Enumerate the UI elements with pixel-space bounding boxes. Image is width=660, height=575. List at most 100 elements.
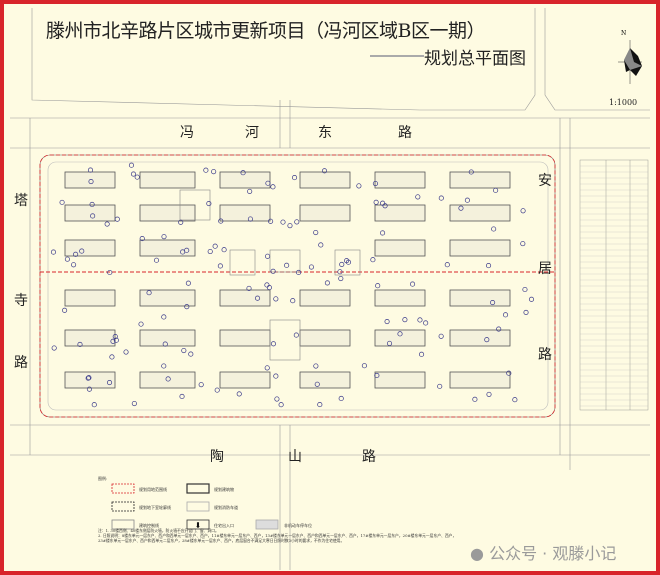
road-east-1: 居 <box>538 261 552 277</box>
tree <box>185 280 191 286</box>
tree <box>264 365 270 371</box>
tree <box>91 402 97 408</box>
tree <box>77 341 83 348</box>
residential-building <box>449 204 511 222</box>
tree <box>179 393 185 400</box>
tree <box>321 168 328 174</box>
wechat-icon: ● <box>470 544 484 563</box>
road-south-1: 山 <box>288 449 302 465</box>
legend-item: 建筑控制线 <box>139 523 159 528</box>
tree <box>523 309 529 315</box>
tree <box>162 341 168 347</box>
tree <box>247 188 253 194</box>
tree <box>324 280 330 286</box>
tree <box>240 170 246 176</box>
residential-building <box>64 239 116 257</box>
residential-building <box>374 204 426 222</box>
tree <box>458 205 464 211</box>
tree <box>339 261 345 267</box>
tree <box>294 219 300 225</box>
tree <box>87 167 94 173</box>
tree <box>274 396 280 402</box>
residential-building <box>299 289 351 307</box>
tree <box>50 249 57 255</box>
plaza-area <box>179 189 211 221</box>
road-east-0: 安 <box>538 173 552 189</box>
tree <box>181 347 187 354</box>
residential-building <box>139 204 196 222</box>
tree <box>270 341 276 347</box>
legend-item: 规划地下室轮廓线 <box>139 505 171 510</box>
tree <box>485 263 492 269</box>
residential-building <box>449 239 511 257</box>
watermark: ● 公众号 · 观滕小记 <box>470 540 616 564</box>
tree <box>59 199 65 205</box>
tree <box>254 295 261 301</box>
tree <box>64 256 70 262</box>
tree <box>206 201 212 207</box>
tree <box>496 326 502 332</box>
residential-building <box>299 371 351 389</box>
tree <box>247 216 253 222</box>
residential-building <box>299 171 351 189</box>
tree <box>512 397 518 403</box>
site-boundary <box>39 154 556 418</box>
buildings <box>64 171 511 389</box>
tree <box>184 304 190 310</box>
note-1: 注：1. 30楼西侧、40楼东侧层防火墙，防火墙不应开设门、窗、洞口。 <box>98 528 219 533</box>
tree <box>444 262 450 268</box>
tree <box>386 340 393 346</box>
north-label: N <box>621 30 627 37</box>
tree <box>266 284 272 291</box>
legend-item: 规划建筑物 <box>214 487 234 492</box>
tree <box>198 382 204 388</box>
residential-building <box>449 329 511 347</box>
tree <box>528 296 535 302</box>
tree <box>373 199 379 205</box>
tree <box>410 281 416 287</box>
road-west-0: 塔 <box>14 193 28 209</box>
tree <box>109 354 115 360</box>
tree <box>287 223 293 229</box>
tree <box>273 296 279 302</box>
tree <box>284 262 290 268</box>
road-west-1: 寺 <box>14 293 28 309</box>
tree <box>291 175 298 181</box>
tree <box>520 241 526 247</box>
tree <box>318 242 324 248</box>
tree <box>464 197 470 203</box>
tree <box>423 320 429 326</box>
residential-building <box>64 204 116 222</box>
tree <box>51 345 57 351</box>
tree <box>161 363 167 369</box>
residential-building <box>449 289 511 307</box>
tree <box>161 314 167 320</box>
tree <box>493 187 499 193</box>
tree <box>207 248 213 255</box>
tree <box>490 300 496 306</box>
residential-building <box>299 329 351 347</box>
residential-building <box>299 204 351 222</box>
tree <box>273 373 279 379</box>
tree <box>113 337 119 343</box>
residential-building <box>219 329 271 347</box>
trees <box>50 162 535 408</box>
tree <box>437 383 443 389</box>
tree <box>502 312 509 318</box>
tree <box>104 221 110 227</box>
tree <box>468 169 474 175</box>
tree <box>308 264 314 270</box>
tree <box>265 180 271 186</box>
tree <box>313 229 319 236</box>
tree <box>361 363 367 369</box>
tree <box>153 257 160 263</box>
road-west-2: 路 <box>14 355 28 371</box>
tree <box>79 248 85 254</box>
residential-building <box>139 239 196 257</box>
legend-item: 住宅出入口 <box>214 523 234 528</box>
tree <box>270 268 276 274</box>
tree <box>128 162 135 168</box>
tree <box>270 184 276 190</box>
plaza-area <box>334 249 361 276</box>
